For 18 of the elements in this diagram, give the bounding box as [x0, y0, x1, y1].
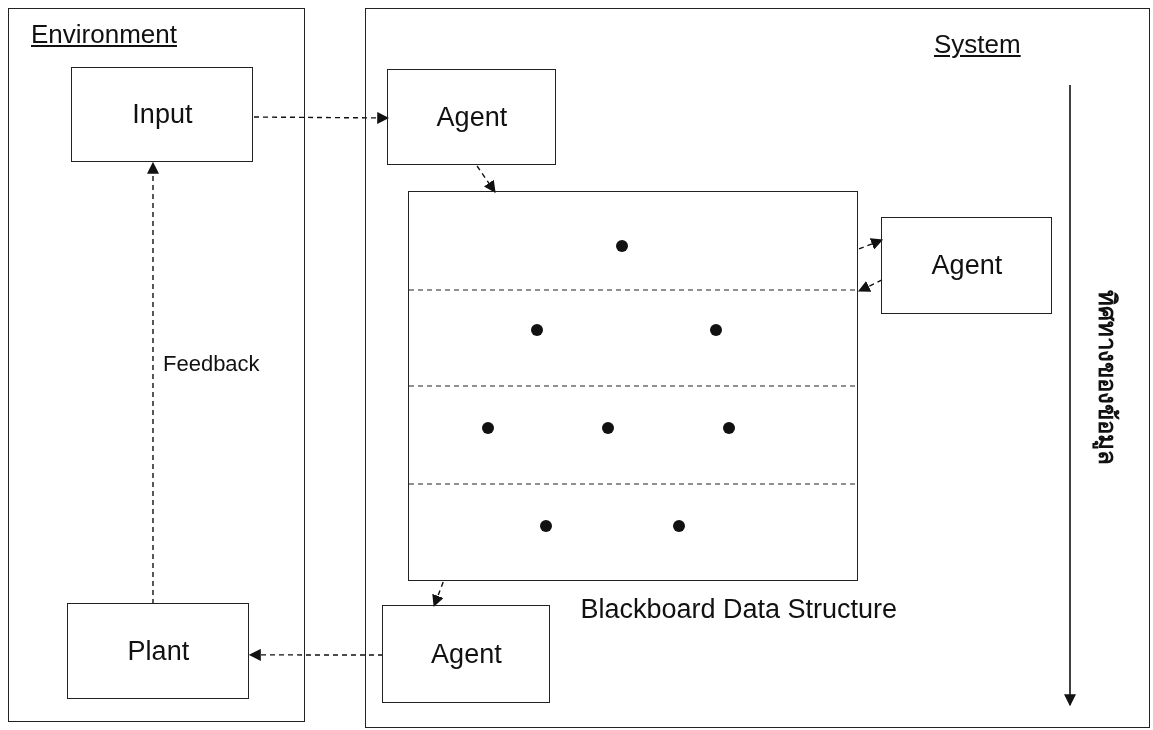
arrow: [253, 111, 390, 124]
arrow: [857, 279, 883, 292]
arrow: [248, 648, 384, 661]
arrow: [476, 165, 496, 193]
process-box: Agent: [881, 217, 1053, 315]
panel-heading: System: [934, 29, 1021, 60]
process-box: Input: [71, 67, 254, 163]
panel: [8, 8, 305, 722]
panel: [365, 8, 1150, 728]
process-box: Agent: [387, 69, 557, 166]
arrow: [432, 581, 444, 608]
box-caption: Blackboard Data Structure: [580, 594, 898, 626]
process-box: Agent: [382, 605, 551, 704]
direction-label: ทิศทางของข้อมูล: [1091, 290, 1122, 465]
arrow: [858, 238, 884, 250]
panel-heading: Environment: [31, 19, 177, 50]
process-box: Plant: [67, 603, 250, 700]
arrow: [147, 161, 159, 605]
